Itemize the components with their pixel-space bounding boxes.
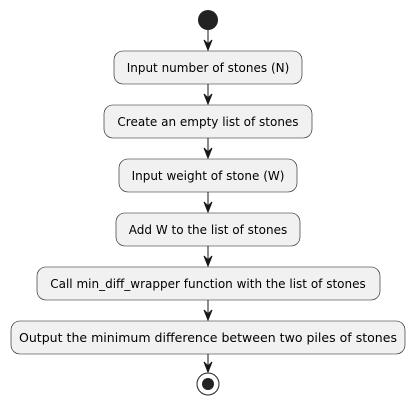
activity-step-add-w-to-list: Add W to the list of stones — [115, 212, 301, 247]
edge-step-1-to-step-2 — [203, 84, 213, 106]
step-label: Output the minimum difference between tw… — [19, 331, 397, 345]
step-label: Call min_diff_wrapper function with the … — [50, 277, 366, 291]
end-node — [196, 372, 220, 396]
edge-start-to-step-1 — [203, 30, 213, 52]
activity-step-output-minimum-difference: Output the minimum difference between tw… — [10, 320, 406, 355]
edge-step-5-to-step-6 — [203, 300, 213, 322]
edge-step-3-to-step-4 — [203, 192, 213, 214]
step-label: Create an empty list of stones — [117, 115, 298, 129]
edge-step-4-to-step-5 — [203, 246, 213, 268]
activity-step-create-empty-list: Create an empty list of stones — [103, 104, 313, 139]
edge-step-2-to-step-3 — [203, 138, 213, 160]
activity-step-call-min-diff-wrapper: Call min_diff_wrapper function with the … — [36, 266, 381, 301]
activity-step-input-weight-of-stone: Input weight of stone (W) — [118, 158, 298, 193]
start-node — [198, 10, 218, 30]
step-label: Input weight of stone (W) — [132, 169, 285, 183]
step-label: Input number of stones (N) — [127, 61, 290, 75]
edges — [203, 30, 213, 374]
step-label: Add W to the list of stones — [129, 223, 287, 237]
edge-step-6-to-end — [203, 354, 213, 374]
activity-step-input-number-of-stones: Input number of stones (N) — [113, 50, 303, 85]
